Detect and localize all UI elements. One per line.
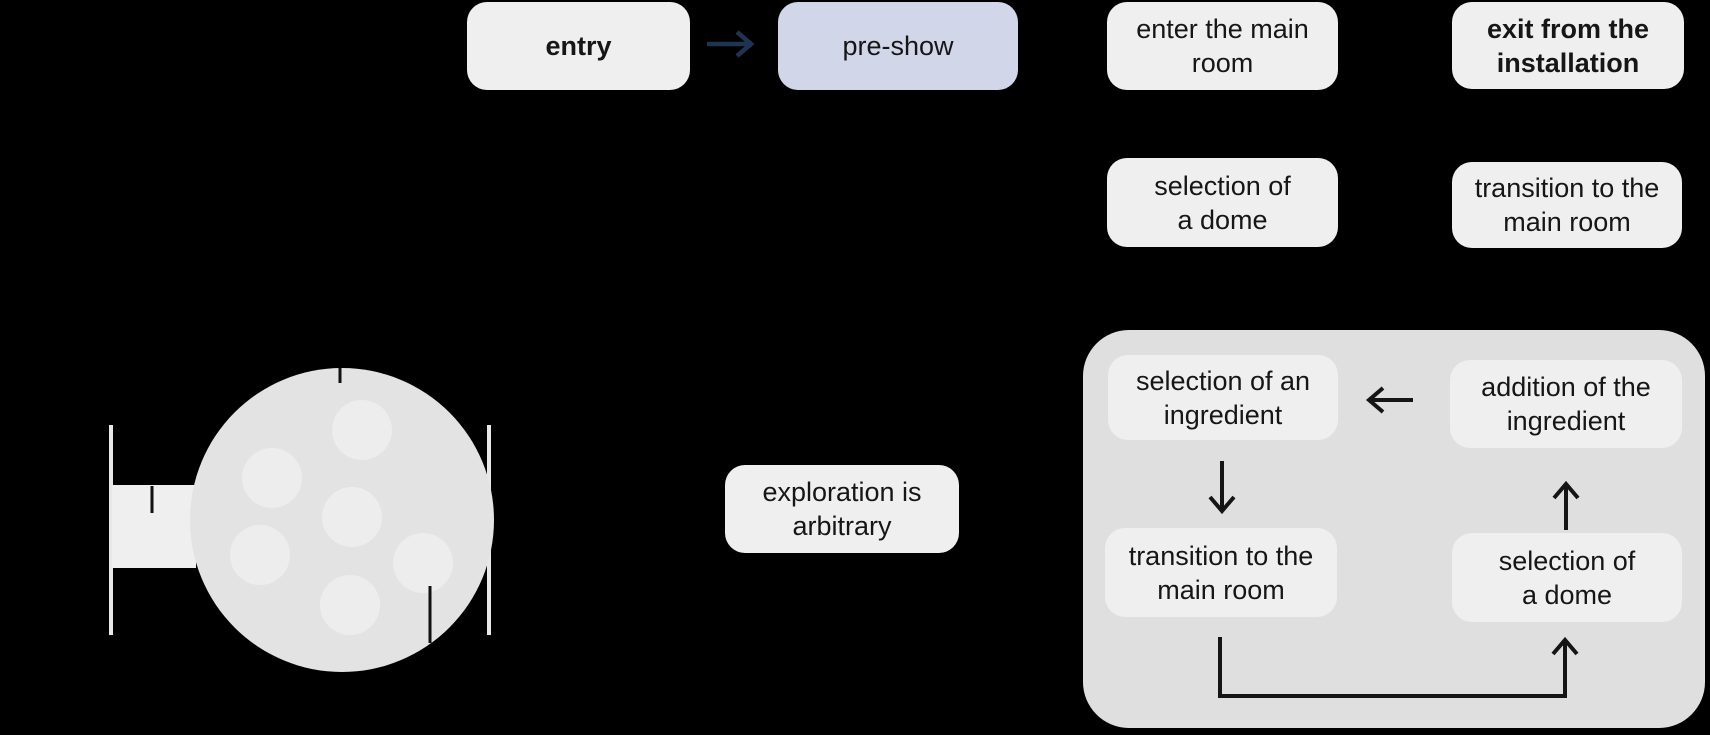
- arrow-left-icon: [1365, 386, 1413, 414]
- preshow-node: pre-show: [778, 2, 1018, 90]
- loop-selection-ingredient-node: selection of an ingredient: [1108, 355, 1338, 440]
- arrow-right-icon: [707, 30, 755, 58]
- selection-dome-node: selection of a dome: [1107, 158, 1338, 247]
- dome-circle: [393, 533, 453, 593]
- installation-floor-plan: [109, 368, 494, 672]
- dome-circle: [322, 487, 382, 547]
- loop-selection-dome-node: selection of a dome: [1452, 533, 1682, 622]
- dome-circle: [320, 575, 380, 635]
- enter-main-room-node: enter the main room: [1107, 2, 1338, 90]
- transition-main-room-node: transition to the main room: [1452, 162, 1682, 248]
- loop-transition-main-room-node: transition to the main room: [1105, 528, 1337, 617]
- arrow-down-icon: [1208, 461, 1236, 515]
- loop-addition-ingredient-node: addition of the ingredient: [1450, 360, 1682, 448]
- arrow-up-icon: [1552, 480, 1580, 530]
- exploration-note: exploration is arbitrary: [725, 465, 959, 553]
- dome-circle: [230, 525, 290, 585]
- wall-line-left: [109, 425, 113, 635]
- dome-circle: [332, 400, 392, 460]
- exit-installation-node: exit from the installation: [1452, 2, 1684, 89]
- entry-node: entry: [467, 2, 690, 90]
- dome-circle: [242, 448, 302, 508]
- loop-arrow-icon: [1218, 636, 1579, 698]
- corridor-shape: [112, 485, 196, 568]
